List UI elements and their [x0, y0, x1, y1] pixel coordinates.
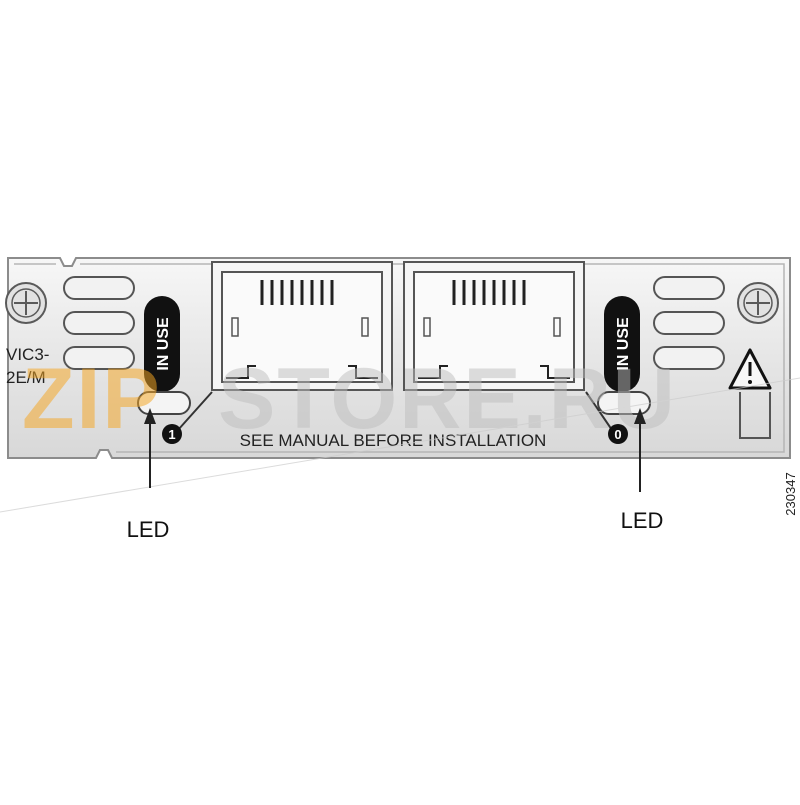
- svg-text:ZIP: ZIP: [22, 351, 162, 447]
- figure-id: 230347: [783, 472, 798, 515]
- right-screw: [737, 282, 779, 324]
- right-in-use-label: IN USE: [615, 317, 632, 371]
- faceplate: [7, 257, 791, 459]
- port-bracket-line: [177, 391, 613, 431]
- rj45-port-0: [403, 261, 585, 391]
- left-in-use-badge: IN USE: [144, 296, 180, 392]
- module-edge-line: [739, 392, 771, 439]
- port-1-badge: [162, 424, 182, 444]
- left-led-callout: [144, 408, 156, 488]
- right-in-use-badge: IN USE: [604, 296, 640, 392]
- svg-text:STORE.RU: STORE.RU: [218, 351, 677, 447]
- left-led: [137, 391, 191, 415]
- port-1-number: 1: [168, 427, 175, 442]
- right-led-label: LED: [621, 508, 664, 533]
- port-0-badge: [608, 424, 628, 444]
- left-screw: [5, 282, 47, 324]
- port-0-number: 0: [614, 427, 621, 442]
- warning-triangle-icon: [728, 348, 772, 390]
- right-led-callout: [634, 408, 646, 492]
- left-vent-slots: [63, 276, 135, 370]
- left-led-label: LED: [127, 517, 170, 542]
- model-label-line2: 2E/M: [6, 368, 46, 387]
- warning-text: SEE MANUAL BEFORE INSTALLATION: [240, 431, 547, 450]
- watermark: ZIP STORE.RU: [0, 351, 800, 513]
- right-vent-slots: [653, 276, 725, 370]
- model-label-line1: VIC3-: [6, 345, 49, 364]
- left-in-use-label: IN USE: [155, 317, 172, 371]
- rj45-port-1: [211, 261, 393, 391]
